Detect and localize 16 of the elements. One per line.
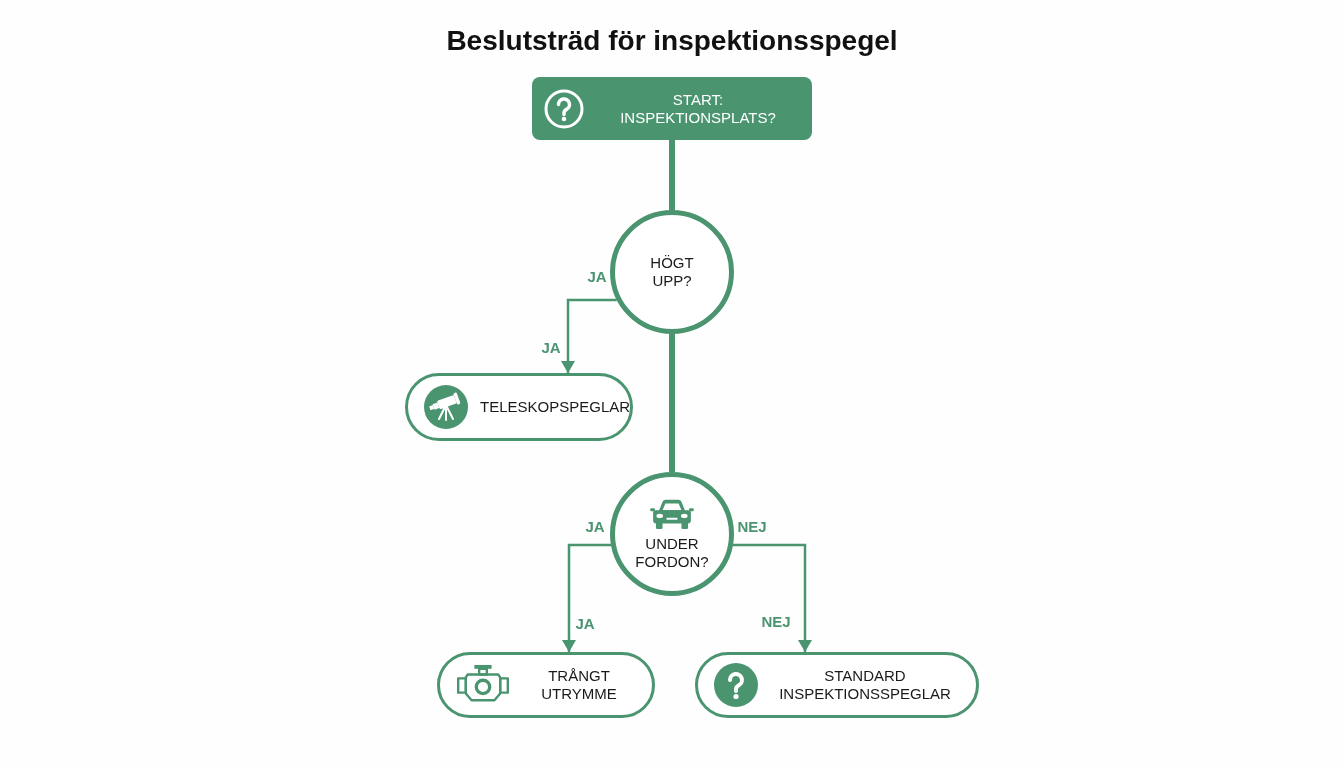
node-text: START: INSPEKTIONSPLATS?: [619, 90, 777, 127]
diagram-title: Beslutsträd för inspektionsspegel: [446, 24, 898, 58]
start-box: [532, 77, 812, 140]
node-text: HÖGT UPP?: [649, 254, 695, 290]
connector-line: [669, 334, 675, 472]
arrow: [562, 543, 611, 652]
node-text: STANDARD INSPEKTIONSSPEGLAR: [778, 667, 952, 703]
connector-line: [669, 140, 675, 210]
branch-label: JA: [587, 266, 607, 287]
node-text: UNDER FORDON?: [634, 535, 710, 571]
arrow: [561, 298, 617, 373]
node-text: TELESKOPSPEGLAR: [480, 398, 631, 416]
branch-label: NEJ: [737, 516, 767, 537]
arrow: [733, 543, 812, 652]
node-text: TRÅNGT UTRYMME: [540, 667, 618, 703]
branch-label: JA: [585, 516, 605, 537]
